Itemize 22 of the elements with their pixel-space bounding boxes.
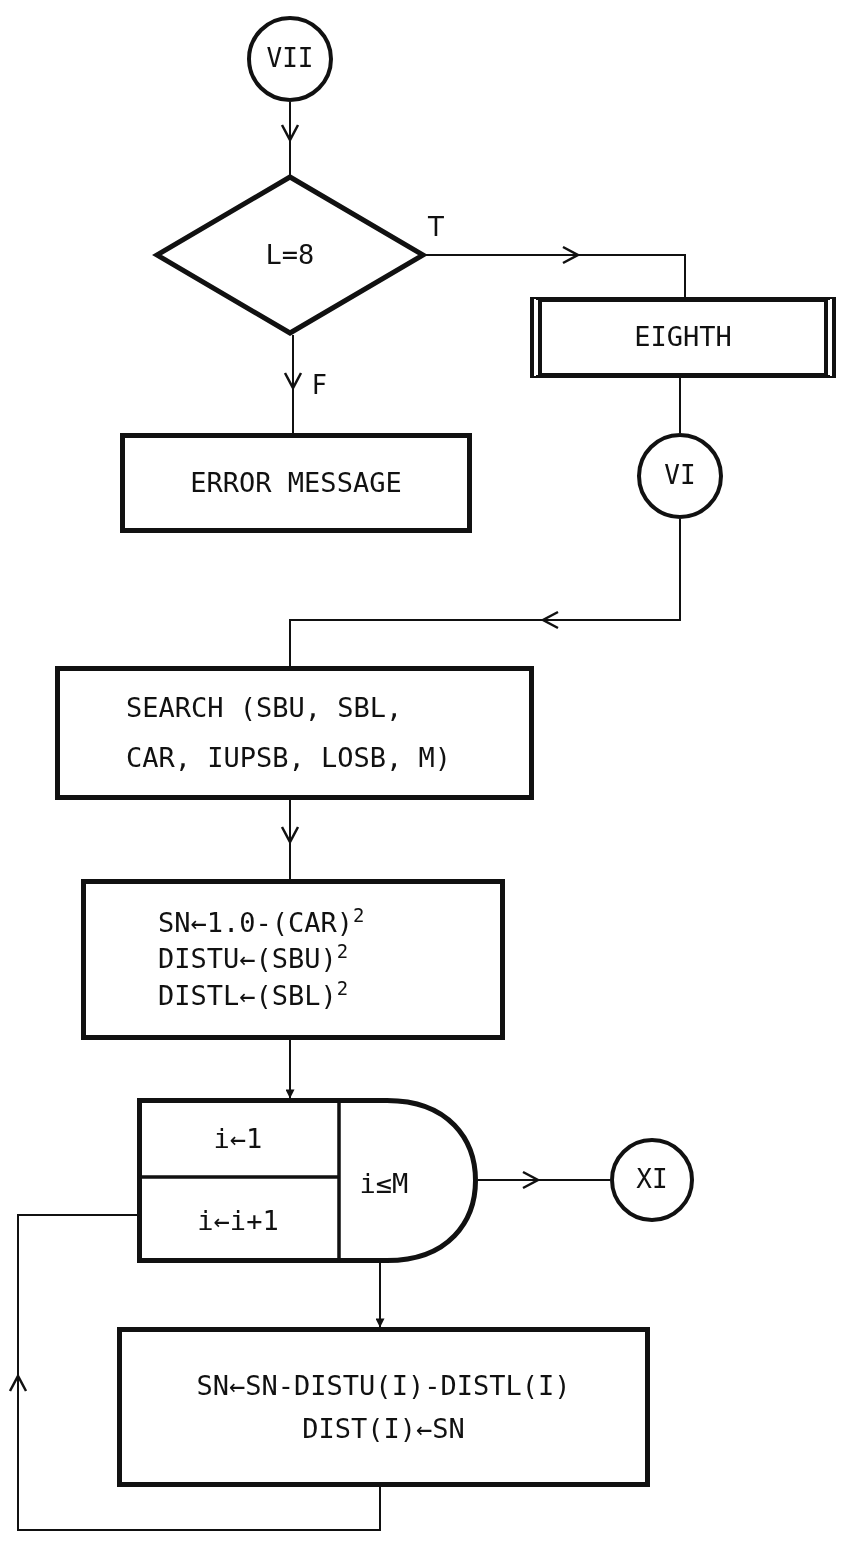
loop-box [137, 1098, 478, 1263]
loop-text: i≤M [359, 1167, 409, 1198]
statement-text: SN←SN-DISTU(I)-DISTL(I) [196, 1368, 571, 1403]
statement-text: DIST(I)←SN [302, 1412, 465, 1446]
process-box [120, 433, 472, 533]
statement-text: ERROR MESSAGE [190, 465, 402, 500]
decision-diamond [155, 175, 425, 335]
process-box [55, 666, 534, 800]
statement-text: XI [636, 1163, 668, 1197]
process-box [81, 879, 505, 1040]
predefined-process-box [530, 297, 836, 378]
statement-text: DISTL←(SBL)$^{2}$ [158, 977, 349, 1013]
statement-text: DISTU←(SBU)$^{2}$ [158, 941, 349, 977]
loop-text: i←1 [213, 1122, 263, 1153]
statement-text: VI [664, 459, 696, 493]
process-box [117, 1327, 650, 1487]
statement-text: EIGHTH [634, 320, 732, 355]
loop-text: i←i+1 [197, 1204, 279, 1236]
statement-text: VII [266, 42, 314, 76]
statement-text: SN←1.0-(CAR)$^{2}$ [158, 904, 365, 940]
statement-text: SEARCH (SBU, SBL, CAR, IUPSB, LOSB, M) [126, 691, 453, 775]
statement-text: L=8 [265, 237, 315, 272]
